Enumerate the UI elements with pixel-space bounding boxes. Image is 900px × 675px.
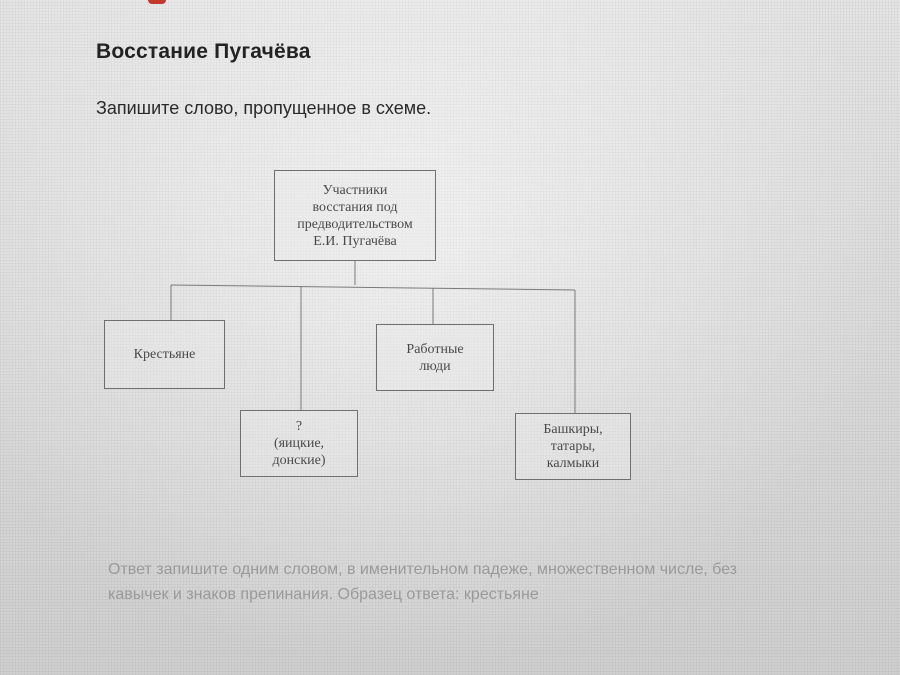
scheme-box-nationalities: Башкиры, татары, калмыки	[515, 413, 631, 480]
scheme-box-missing-cossacks: ? (яицкие, донские)	[240, 410, 358, 477]
browser-accent-mark	[148, 0, 166, 4]
scheme-root-box: Участники восстания под предводительство…	[274, 170, 436, 261]
answer-instructions: Ответ запишите одним словом, в именитель…	[108, 557, 868, 607]
answer-instructions-line-1: Ответ запишите одним словом, в именитель…	[108, 561, 737, 578]
scheme-box-workers: Работные люди	[376, 324, 494, 391]
task-instruction: Запишите слово, пропущенное в схеме.	[96, 98, 432, 118]
answer-instructions-line-2: кавычек и знаков препинания. Образец отв…	[108, 586, 539, 603]
scheme-box-peasants: Крестьяне	[104, 320, 225, 389]
page-title: Восстание Пугачёва	[96, 40, 311, 63]
connector-horizontal	[170, 284, 576, 291]
